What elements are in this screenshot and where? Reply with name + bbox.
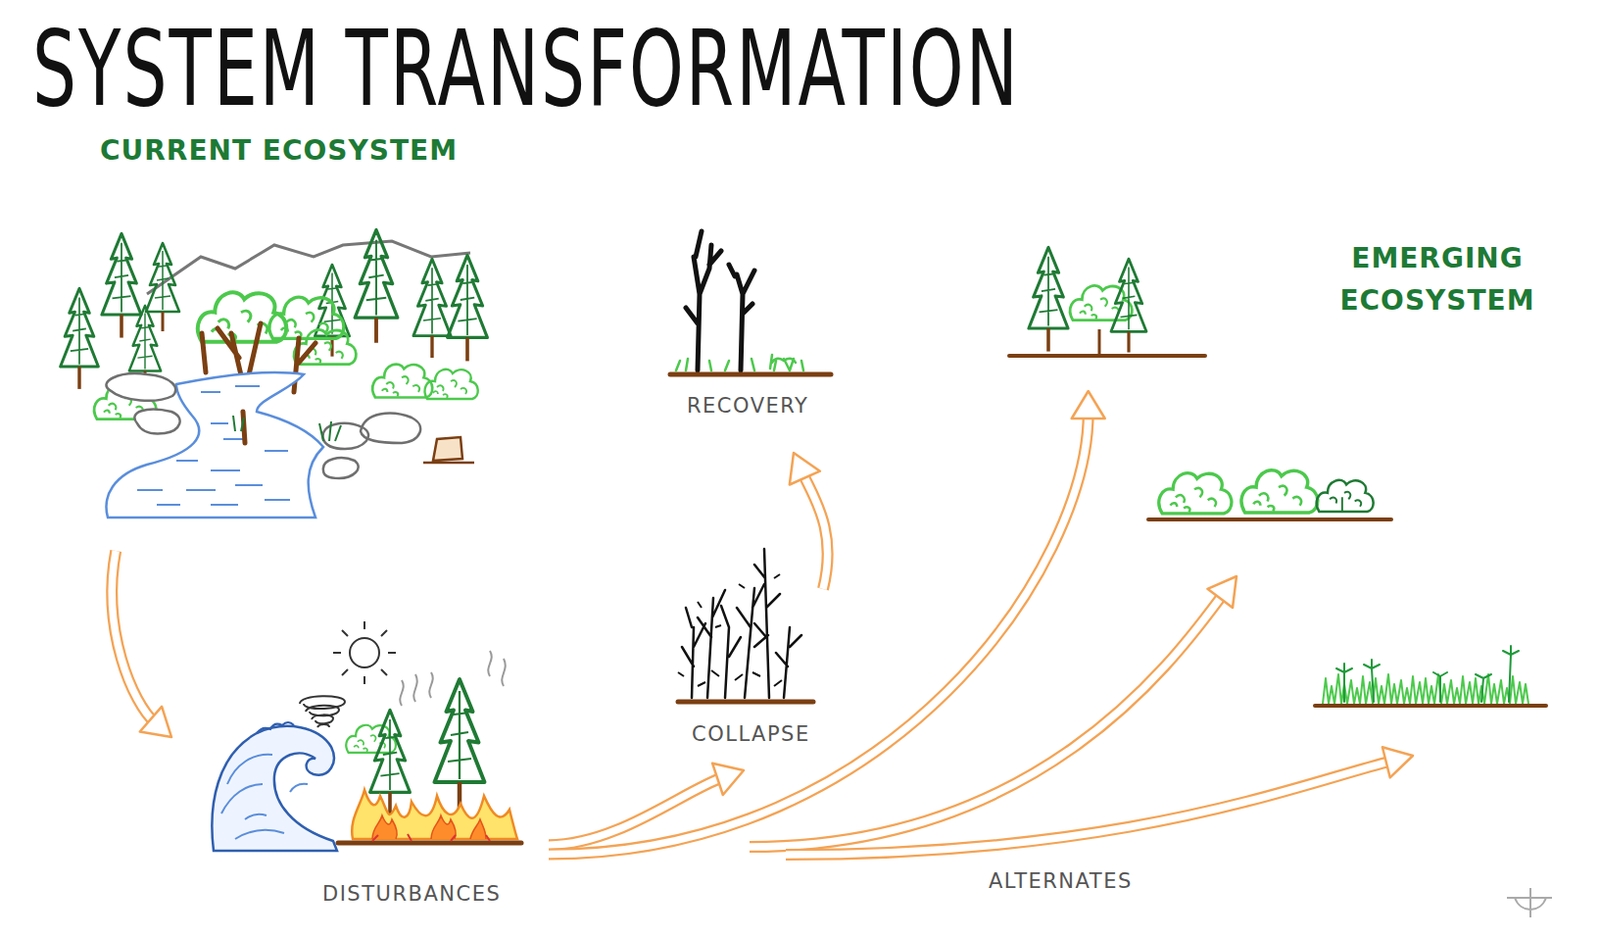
recovery-picture — [670, 231, 831, 375]
disturbances-picture — [351, 789, 518, 839]
current-ecosystem-picture — [354, 230, 398, 343]
alternate-arrows — [749, 593, 1224, 847]
current-ecosystem-picture — [233, 415, 341, 441]
current-ecosystem-picture — [425, 369, 479, 399]
alternate-arrows — [785, 760, 1393, 855]
collapse-picture — [678, 699, 814, 705]
arrow-inner — [111, 550, 155, 724]
current-ecosystem-picture — [413, 258, 451, 358]
current-ecosystem-picture — [60, 288, 99, 389]
disturbances-picture — [349, 637, 380, 668]
emerging-forest-picture — [1009, 246, 1206, 356]
node-label: COLLAPSE — [691, 722, 820, 747]
emerging-forest-picture — [1098, 329, 1102, 355]
current-ecosystem-picture — [423, 436, 475, 463]
recovery-picture — [676, 354, 804, 371]
alternate-arrows — [749, 576, 1413, 855]
emerging-shrub-picture — [1241, 470, 1318, 513]
alternate-arrows — [1207, 576, 1237, 608]
disturbances-picture — [345, 725, 396, 753]
arrow-outline — [548, 412, 1089, 855]
node-label: RECOVERY — [686, 393, 834, 419]
current-ecosystem-picture — [242, 411, 245, 443]
emerging-forest-picture — [1009, 353, 1206, 358]
edge-label-holder: ALTERNATES — [985, 869, 1136, 894]
emerging-grass-picture — [1336, 645, 1519, 702]
flow-arrow — [548, 390, 1106, 855]
ecosystem-node: EMERGING ECOSYSTEM — [999, 235, 1549, 391]
disturbances-picture — [372, 815, 486, 839]
arrow-outline — [802, 472, 828, 589]
edge-label: ALTERNATES — [985, 869, 1136, 894]
flow-arrow — [111, 550, 172, 737]
arrow-head — [1071, 390, 1106, 419]
arrow-inner — [548, 412, 1089, 855]
arrow-outline — [111, 550, 155, 724]
current-ecosystem-picture — [105, 373, 421, 479]
recovery-picture — [670, 372, 831, 378]
node-label: DISTURBANCES — [322, 881, 519, 907]
emerging-forest-picture — [1028, 246, 1068, 351]
emerging-shrub-picture — [1316, 480, 1374, 512]
disturbances-picture — [435, 678, 485, 812]
title-holder: SYSTEM TRANSFORMATION — [32, 16, 1020, 87]
current-ecosystem-picture — [137, 386, 291, 505]
disturbances-picture — [299, 695, 345, 728]
emerging-grass-picture — [1314, 645, 1547, 706]
arrow-inner — [802, 472, 828, 589]
current-ecosystem-picture — [60, 230, 488, 518]
disturbances-picture — [211, 621, 522, 851]
arrow-head — [712, 763, 744, 795]
emerging-shrub-picture — [1159, 473, 1232, 514]
current-ecosystem-picture — [372, 364, 433, 398]
ecosystem-node: RECOVERY — [661, 217, 838, 453]
collapse-picture — [678, 574, 782, 686]
ecosystem-node: DISTURBANCES — [171, 627, 549, 917]
disturbances-picture — [338, 840, 522, 846]
current-ecosystem-picture — [447, 254, 488, 361]
node-label: CURRENT ECOSYSTEM — [99, 134, 512, 168]
ecosystem-node: CURRENT ECOSYSTEM — [39, 127, 525, 551]
emerging-grass-picture — [1322, 674, 1529, 704]
recovery-picture — [685, 231, 755, 371]
collapse-picture — [678, 548, 814, 702]
alternate-arrows — [1382, 746, 1413, 777]
arrow-head — [140, 706, 172, 737]
ecosystem-node: COLLAPSE — [676, 538, 824, 771]
node-label: EMERGING ECOSYSTEM — [1329, 237, 1546, 323]
disturbances-picture — [221, 754, 308, 839]
watermark-logo — [1506, 887, 1552, 918]
diagram-title: SYSTEM TRANSFORMATION — [32, 16, 1020, 122]
disturbances-picture — [211, 726, 338, 851]
watermark-logo — [1506, 887, 1552, 918]
alternate-arrows — [749, 593, 1224, 847]
current-ecosystem-picture — [314, 264, 349, 357]
disturbances-picture — [370, 709, 411, 816]
flow-arrow — [789, 452, 828, 589]
disturbances-picture — [256, 722, 294, 733]
disturbances-picture — [333, 621, 396, 684]
alternate-arrows — [785, 760, 1393, 855]
emerging-grass-picture — [1314, 703, 1547, 708]
emerging-forest-picture — [1111, 258, 1147, 352]
current-ecosystem-picture — [101, 233, 142, 338]
arrow-head — [789, 452, 821, 485]
emerging-shrub-picture — [1148, 470, 1392, 520]
disturbances-picture — [372, 833, 490, 841]
current-ecosystem-picture — [146, 241, 471, 294]
emerging-shrub-picture — [1148, 517, 1392, 522]
